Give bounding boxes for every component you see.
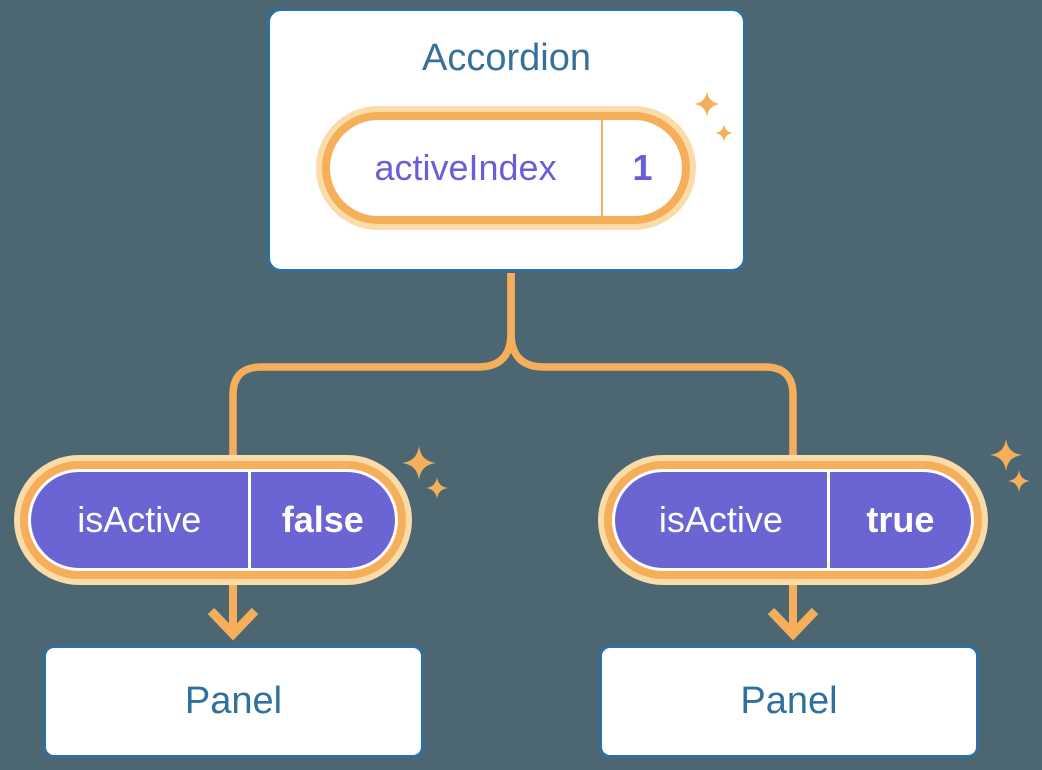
prop-pill-isactive-true: isActive true — [598, 455, 988, 585]
panel-card: Panel — [599, 645, 979, 758]
state-label: activeIndex — [374, 147, 557, 188]
state-value: 1 — [632, 147, 653, 188]
pill-divider — [601, 120, 604, 216]
connector-accordion-to-left-pill — [229, 273, 515, 457]
pill-divider — [826, 472, 830, 568]
prop-label: isActive — [77, 499, 202, 540]
connector-accordion-to-right-pill — [507, 273, 797, 457]
panel-title: Panel — [184, 680, 283, 722]
arrow-down-icon — [767, 583, 819, 641]
accordion-title: Accordion — [422, 37, 591, 79]
prop-value: true — [866, 499, 935, 540]
prop-value: false — [281, 499, 364, 540]
panel-title: Panel — [740, 680, 838, 722]
prop-label: isActive — [658, 499, 783, 540]
pill-ring: activeIndex 1 — [322, 112, 690, 224]
pill-divider — [247, 472, 251, 568]
state-pill-activeindex: activeIndex 1 — [316, 106, 696, 230]
sparkles-icon — [990, 439, 1030, 492]
arrow-down-icon — [207, 583, 259, 641]
sparkles-icon — [402, 446, 448, 499]
prop-pill-isactive-false: isActive false — [14, 455, 412, 585]
panel-card: Panel — [43, 645, 424, 758]
pill-ring: isActive true — [604, 461, 982, 579]
pill-ring: isActive false — [20, 461, 406, 579]
